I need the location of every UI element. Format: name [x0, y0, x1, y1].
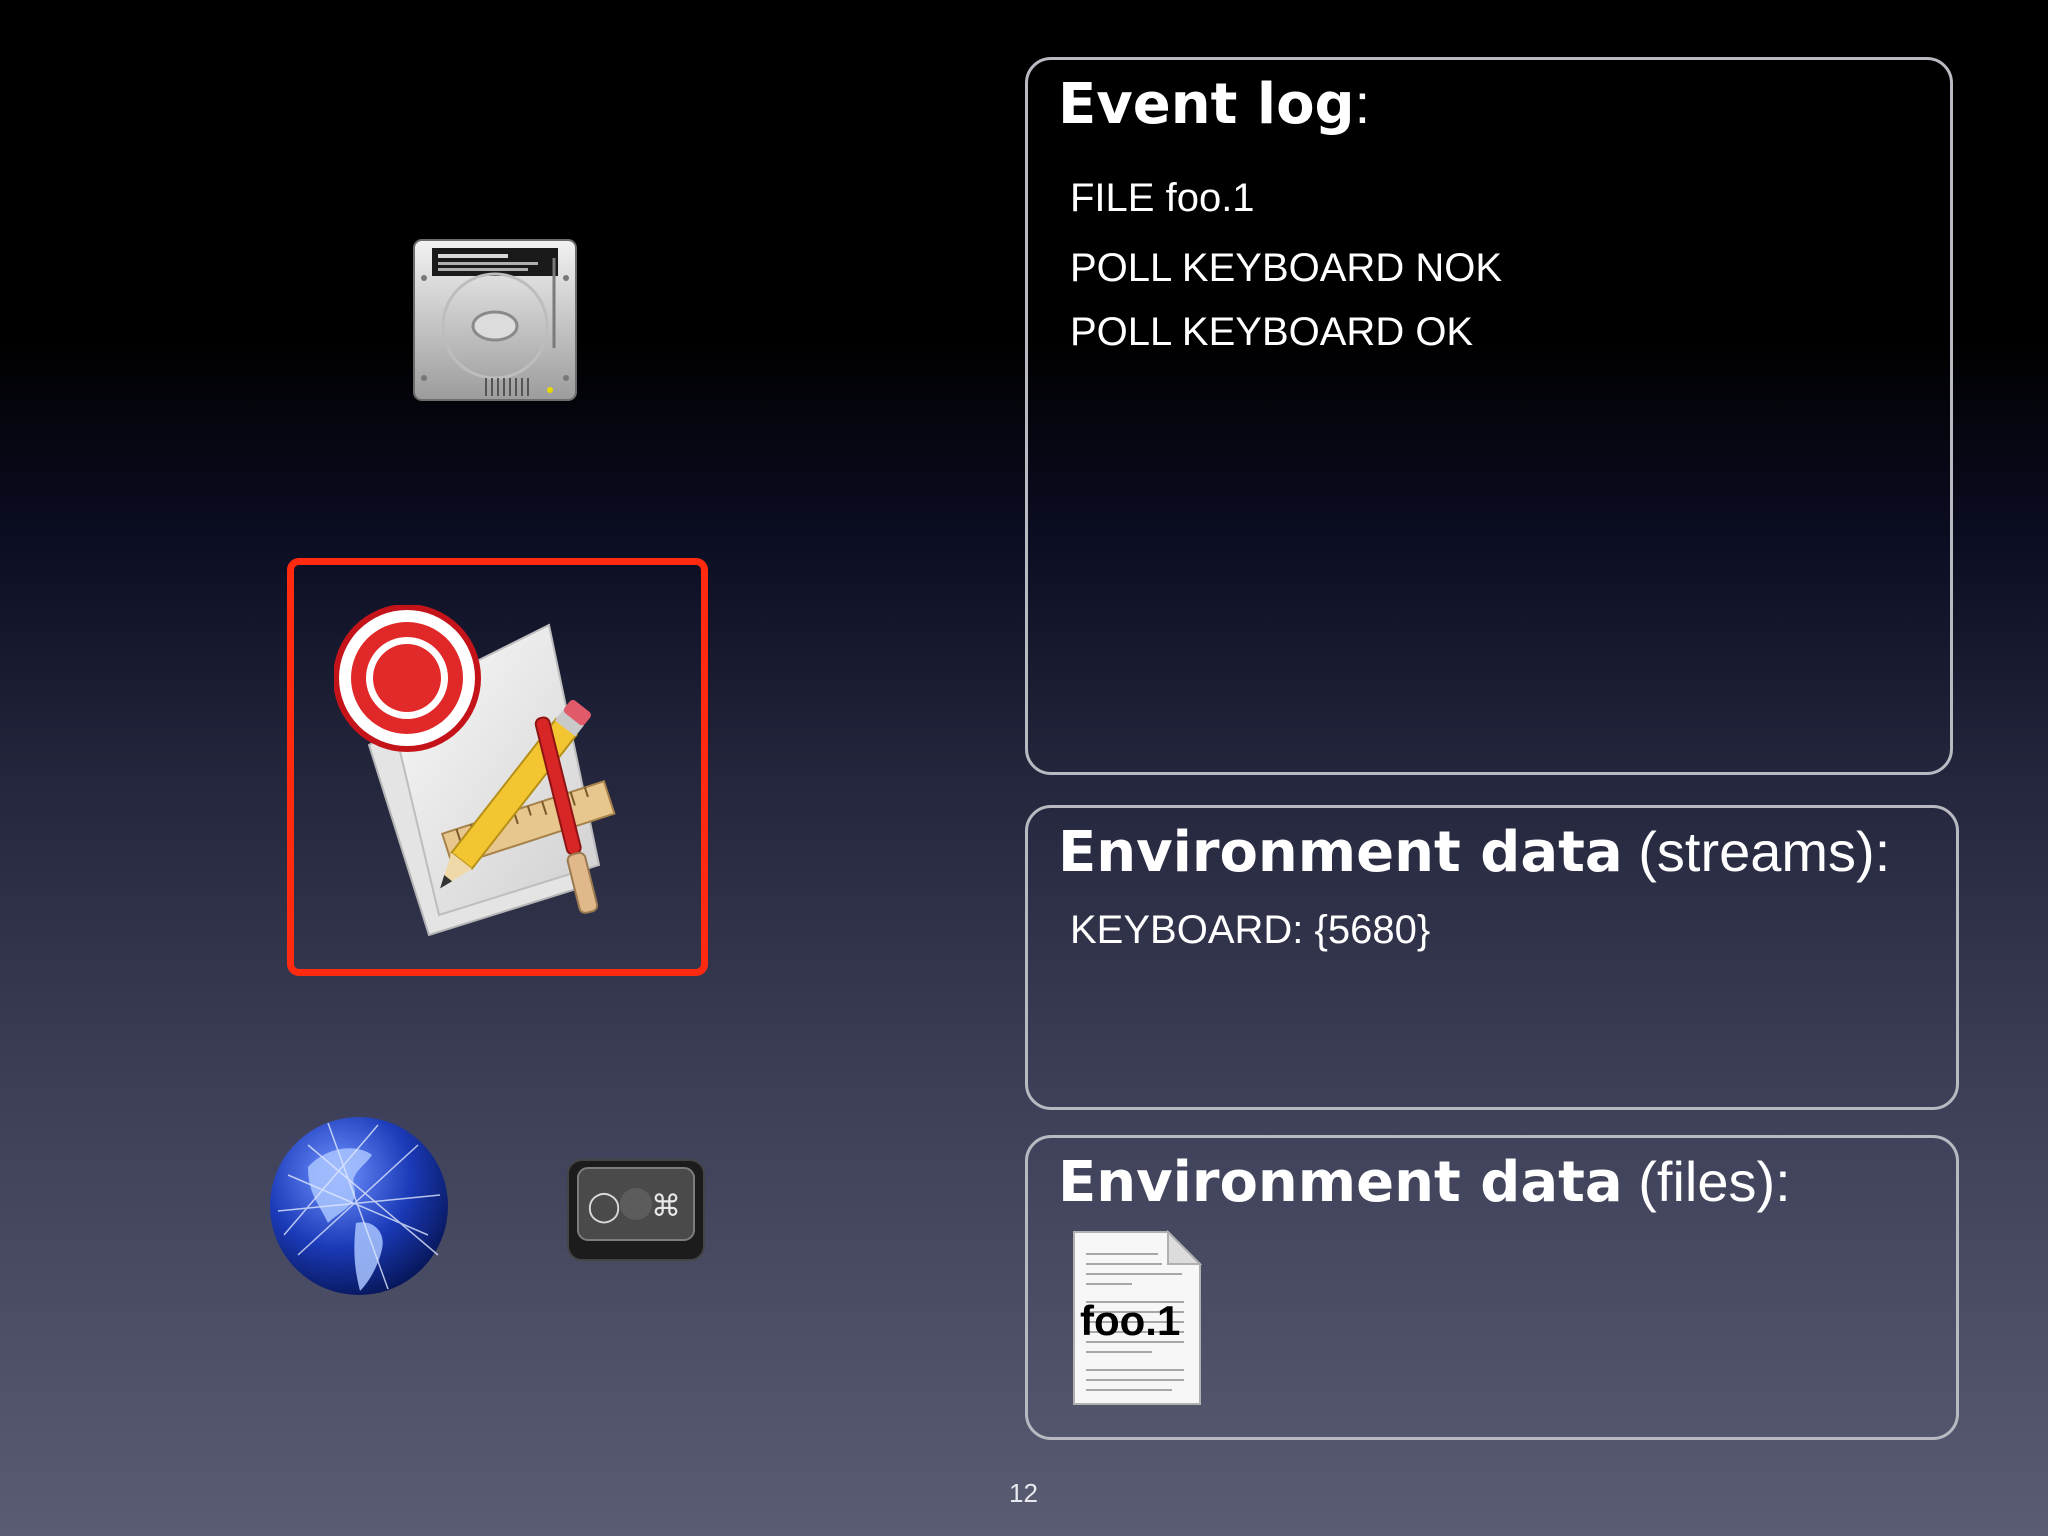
file-item[interactable]: foo.1 [1072, 1230, 1202, 1406]
page-number: 12 [1009, 1478, 1038, 1508]
app-highlight-frame[interactable] [287, 558, 708, 976]
files-title: Environment data (files): [1058, 1144, 1791, 1221]
streams-title-suffix: (streams): [1622, 820, 1891, 883]
streams-title-bold: Environment data [1058, 820, 1623, 885]
files-title-suffix: (files): [1622, 1150, 1791, 1213]
files-panel: Environment data (files): foo.1 [1025, 1135, 1959, 1440]
text-document-icon [1073, 1230, 1202, 1405]
event-log-title: Event log: [1058, 66, 1370, 143]
files-title-bold: Environment data [1058, 1150, 1623, 1215]
svg-text:◯: ◯ [587, 1189, 621, 1224]
svg-text:⌘: ⌘ [651, 1189, 681, 1224]
stream-entry: KEYBOARD: {5680} [1070, 908, 1431, 952]
file-name: foo.1 [1080, 1297, 1181, 1344]
globe-icon [270, 1117, 448, 1295]
event-log-title-suffix: : [1354, 72, 1371, 135]
app-icon [334, 605, 616, 937]
log-entry: POLL KEYBOARD NOK [1070, 246, 1502, 290]
event-log-title-bold: Event log [1058, 72, 1355, 137]
streams-title: Environment data (streams): [1058, 814, 1890, 891]
streams-panel: Environment data (streams): KEYBOARD: {5… [1025, 805, 1959, 1110]
hard-drive-icon [413, 239, 577, 401]
command-key-icon: ◯ ⌘ [567, 1159, 705, 1261]
log-entry: POLL KEYBOARD OK [1070, 310, 1474, 354]
log-entry: FILE foo.1 [1070, 176, 1255, 220]
event-log-panel: Event log: FILE foo.1 POLL KEYBOARD NOK … [1025, 57, 1953, 775]
